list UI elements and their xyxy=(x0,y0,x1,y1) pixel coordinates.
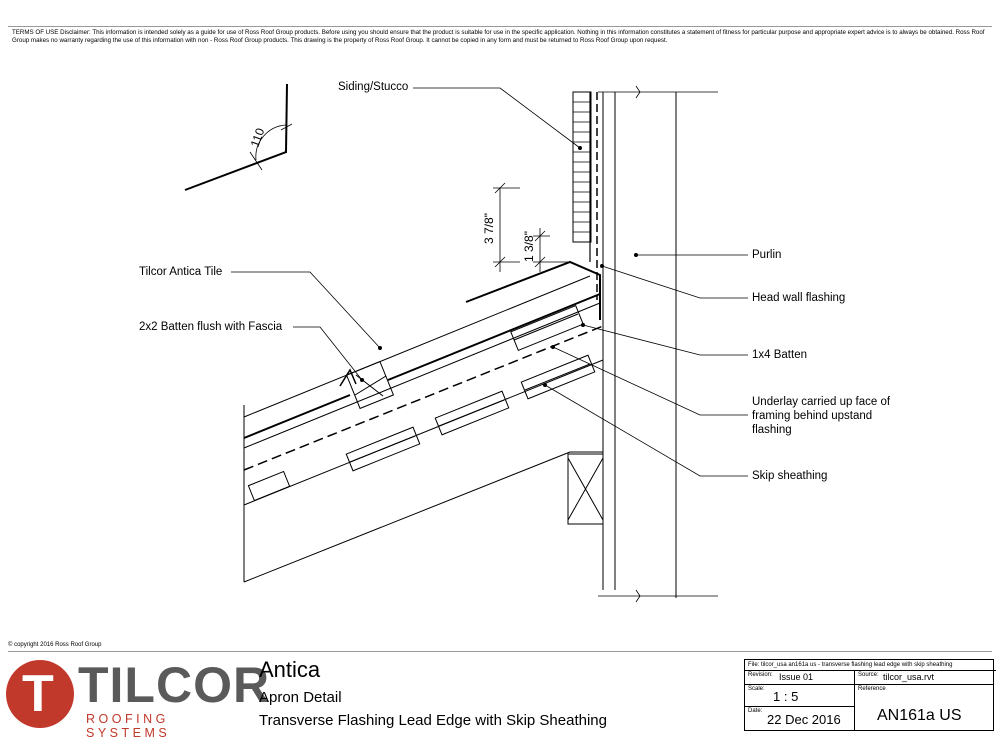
bottom-rule xyxy=(8,651,992,652)
tile-top-line xyxy=(243,275,591,418)
label-underlay-2: framing behind upstand xyxy=(752,410,873,422)
angle-flashing-detail xyxy=(184,83,288,191)
title-block: File: tilcor_usa an161a us - transverse … xyxy=(744,659,996,731)
reference-cell: Reference AN161a US xyxy=(858,686,962,724)
rafter-bottom xyxy=(243,451,571,583)
logo-mark-icon: T xyxy=(6,660,74,728)
tile-line xyxy=(243,394,351,439)
scale-value: 1 : 5 xyxy=(773,689,799,704)
angle-dimension: 110 xyxy=(248,126,268,149)
revision-cell: Revision: Issue 01 xyxy=(745,671,855,685)
product-name: Antica xyxy=(259,657,321,682)
file-name: File: tilcor_usa an161a us - transverse … xyxy=(745,660,996,671)
scale-cell: Scale: 1 : 5 xyxy=(745,685,855,707)
disclaimer-text: TERMS OF USE Disclaimer: This informatio… xyxy=(12,29,985,44)
date-cell: Date: 22 Dec 2016 xyxy=(745,707,855,731)
label-siding: Siding/Stucco xyxy=(338,81,409,93)
logo-wordmark: TILCOR xyxy=(78,657,271,713)
label-skip: Skip sheathing xyxy=(752,470,828,482)
dimension-3-7-8: 3 7/8" xyxy=(482,213,496,244)
label-underlay-3: flashing xyxy=(752,424,792,436)
top-rule xyxy=(8,26,992,27)
revision-value: Issue 01 xyxy=(779,672,814,682)
batten-2x2 xyxy=(345,360,395,410)
detail-name: Apron Detail xyxy=(259,689,342,706)
label-head-wall: Head wall flashing xyxy=(752,292,846,304)
dimension-1-3-8: 1 3/8" xyxy=(522,231,536,262)
batten-1x4 xyxy=(510,304,584,352)
logo-subtitle: ROOFING SYSTEMS xyxy=(86,712,171,740)
leader-lines xyxy=(231,87,748,477)
label-underlay-1: Underlay carried up face of xyxy=(752,396,891,408)
tilcor-logo: T TILCOR ROOFING SYSTEMS xyxy=(6,660,269,740)
head-wall-flashing xyxy=(465,260,601,320)
source-cell: Source: tilcor_usa.rvt xyxy=(855,671,993,685)
source-value: tilcor_usa.rvt xyxy=(883,672,935,682)
underlay-line xyxy=(243,325,604,471)
skip-sheathing-boards xyxy=(247,354,596,502)
reference-value: AN161a US xyxy=(877,707,962,724)
date-value: 22 Dec 2016 xyxy=(767,712,841,727)
label-batten-2x2: 2x2 Batten flush with Fascia xyxy=(139,321,283,333)
label-batten-1x4: 1x4 Batten xyxy=(752,349,807,361)
label-tile: Tilcor Antica Tile xyxy=(139,266,223,278)
copyright: © copyright 2016 Ross Roof Group xyxy=(8,642,102,648)
siding-block xyxy=(572,91,592,243)
label-purlin: Purlin xyxy=(752,249,782,261)
purlin-block xyxy=(567,453,604,525)
detail-description: Transverse Flashing Lead Edge with Skip … xyxy=(259,712,607,729)
